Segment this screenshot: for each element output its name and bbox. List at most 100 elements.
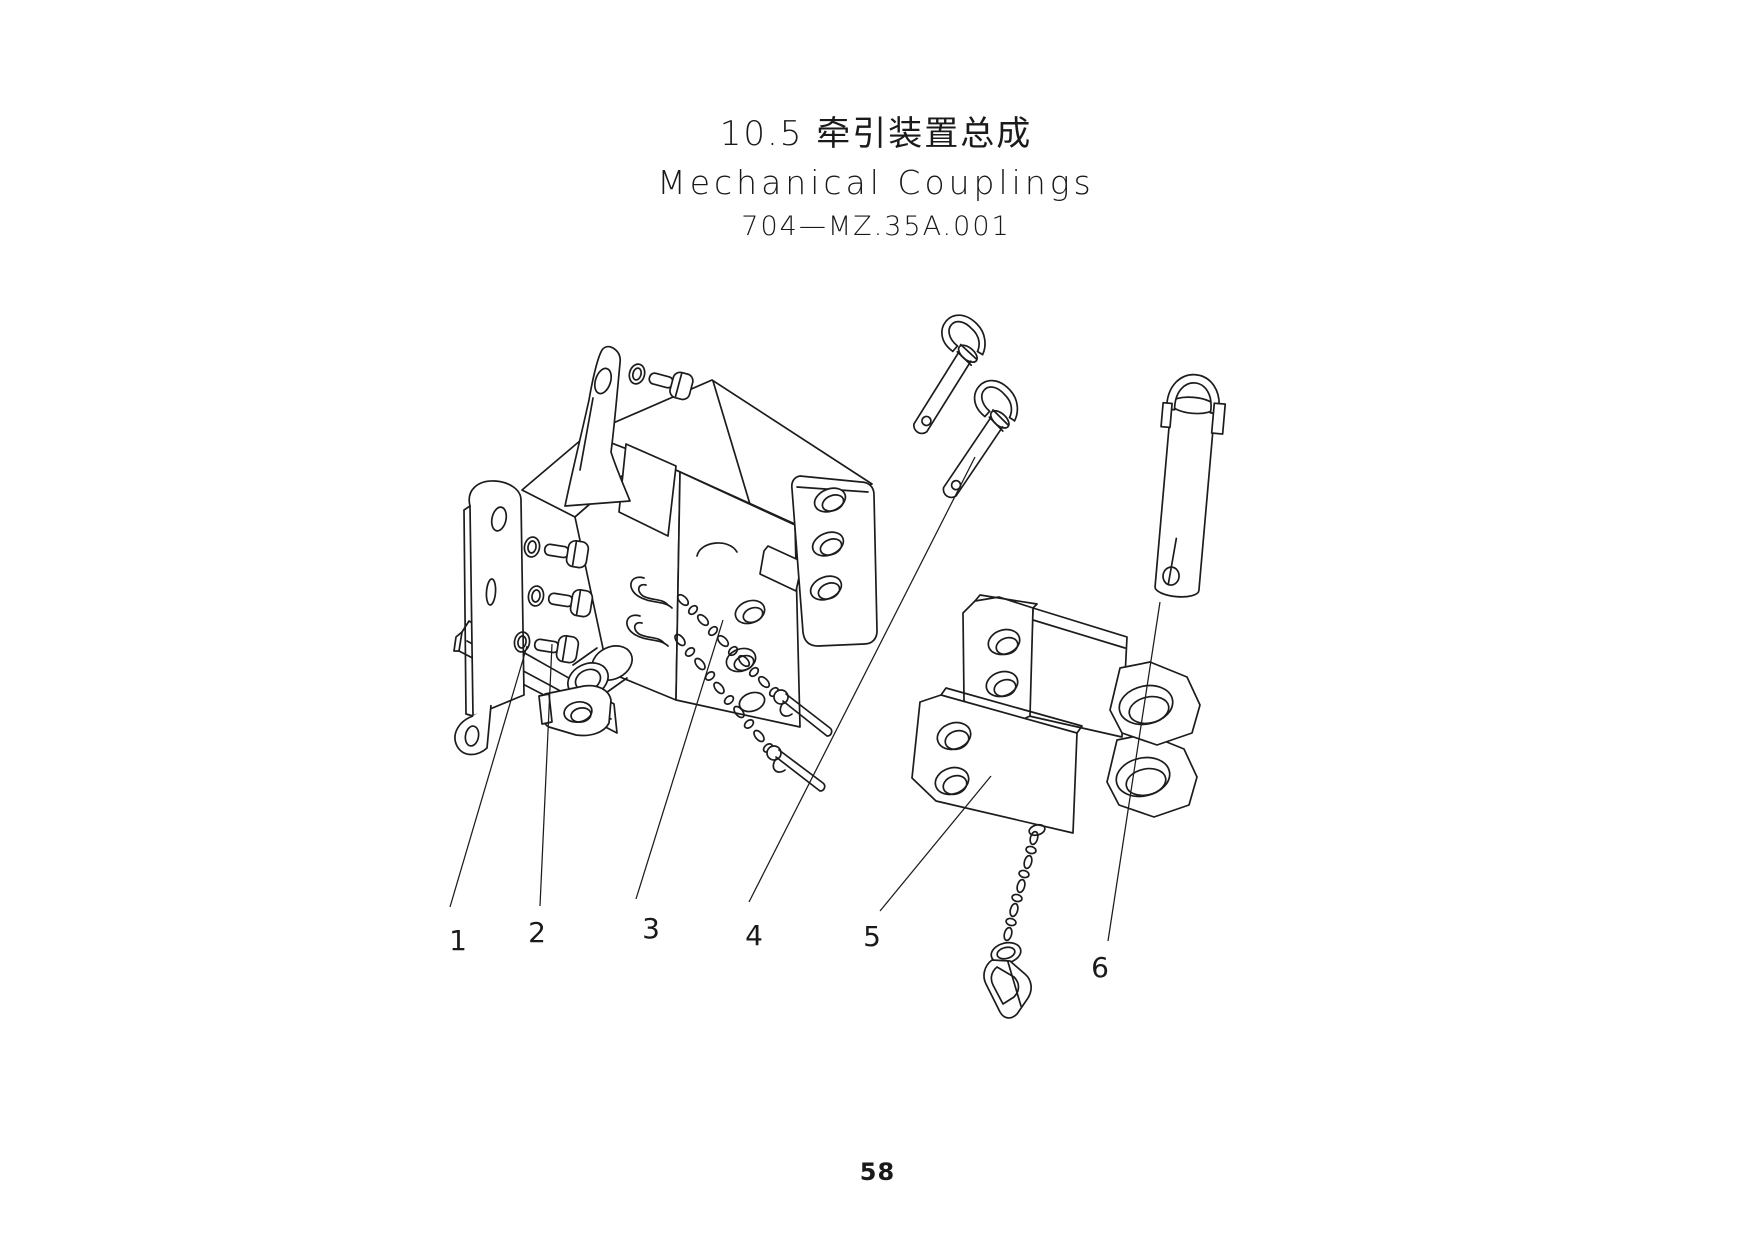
bottom-ear [454,704,492,756]
clevis-bar [1028,607,1128,738]
clevis-chain [1003,830,1039,942]
s-hook [630,576,673,609]
hook-eye-inner [996,946,1016,960]
linch-pin-clip [779,702,793,717]
plate-slot [485,578,497,606]
linch-pin-clip [772,758,786,773]
mounting-plate [454,480,525,756]
chain-link [707,625,719,637]
bolt-with-washer [525,581,595,619]
callout-6: 6 [1091,951,1109,984]
linch-pin-lower [766,745,826,792]
s-hook [626,614,669,647]
chain-link [694,657,706,671]
chain-link [737,654,751,668]
chain-link [1011,893,1023,903]
chain-link [748,666,760,678]
hole-inner [817,582,841,600]
linch-pin-rod [775,749,826,792]
leader-2 [539,643,553,907]
plate-top-edge [974,594,1038,609]
s-hook [633,621,665,644]
hole-inner [742,606,764,624]
drawing-number: 704—MZ.35A.001 [741,211,1011,242]
linch-pin-ring [773,689,789,705]
chain-link [1018,869,1030,879]
callout-1: 1 [449,924,467,957]
chain-link [676,593,690,607]
leader-6 [1107,601,1161,942]
leader-3 [635,619,724,900]
clevis-bar-edge [1032,619,1126,649]
fin-edge-line [579,397,594,471]
s-hook [637,583,669,606]
hook-body-inner [990,966,1020,1005]
hitch-latch [538,684,612,737]
chain-link [723,695,735,705]
chain-link [757,675,771,689]
chain-link [733,705,745,719]
ear-hole [464,725,480,747]
chain-link [1016,878,1026,894]
callout-5: 5 [863,920,881,953]
lynch-pin [887,307,997,441]
plate-top-edge [940,687,1083,734]
chain-link [1009,902,1019,918]
section-title-en: Mechanical Couplings [657,163,1095,202]
hole-inner [944,729,970,751]
section-title-zh: 10.5 牵引装置总成 [719,114,1033,154]
chain-link [727,645,739,657]
hook-gate [1007,961,1022,1007]
plate-thickness [463,505,474,717]
chain-link [1023,854,1033,870]
bottom-bar-end [453,631,463,652]
leader-4 [748,456,976,903]
latch-hole-inner [570,707,592,723]
chain-link [1005,917,1017,927]
hole-inner [942,774,968,796]
page-number: 58 [859,1158,896,1186]
chain-snap-hook [983,941,1032,1019]
upper-fin-plate [564,345,631,507]
lynch-pins [887,307,1029,505]
chain-link [704,671,716,681]
leader-5 [879,775,992,912]
linch-pin-rod [782,693,833,737]
chain-link [743,719,755,729]
linch-pin-upper [773,689,833,737]
hole [738,691,766,713]
mounting-plate-face [468,480,525,717]
chain-link [1025,845,1037,855]
callout-3: 3 [642,912,660,945]
chain-link [753,729,765,743]
boss-hole-inner [1125,767,1167,797]
callout-2: 2 [528,916,546,949]
chain-clips [626,576,673,647]
fin-hole [593,367,613,395]
safety-chain-upper [676,593,780,698]
pin-body [1154,402,1216,598]
drawbar-boss [696,542,738,557]
linch-pin-ring [766,745,782,761]
drawbar-clevis [911,594,1201,837]
title-block: 10.5 牵引装置总成 Mechanical Couplings 704—MZ.… [526,112,1226,246]
bail-tab [1210,402,1227,435]
chain-link [696,613,710,627]
pin-detail-line [1167,537,1178,585]
hitch-frame [521,379,878,728]
hook-body [983,959,1032,1019]
ear-hole [490,506,508,532]
hole-inner [819,538,843,556]
clevis-pin [1154,373,1227,598]
chain-link [1029,830,1039,846]
chain-link [684,647,696,657]
bail-tab [1160,401,1173,429]
chain-link [687,604,699,616]
chain-link [1003,926,1013,942]
boss-hole-inner [1128,695,1170,725]
callout-numbers: 1 2 3 4 5 6 [449,912,1109,984]
hole-inner [993,678,1017,698]
boss-side [572,647,598,666]
